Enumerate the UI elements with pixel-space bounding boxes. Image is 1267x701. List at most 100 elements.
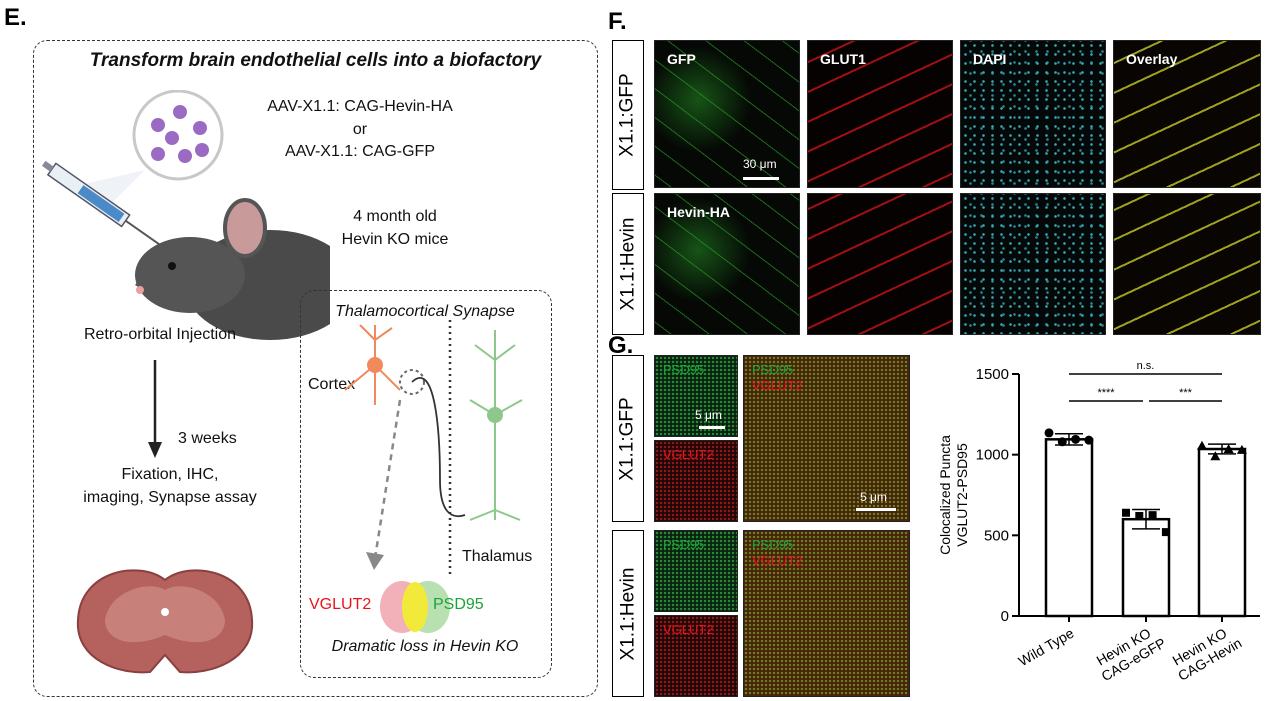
- data-point: [1161, 528, 1170, 537]
- cortex-label: Cortex: [308, 376, 356, 393]
- down-arrow-icon: [148, 360, 162, 458]
- mice-genotype: Hevin KO mice: [341, 231, 449, 248]
- significance-label: ****: [1097, 387, 1115, 399]
- scale-bar: [743, 177, 779, 180]
- panel-e-label: E.: [4, 4, 27, 31]
- channel-label: DAPI: [973, 51, 1007, 67]
- y-tick-label: 1000: [976, 447, 1009, 464]
- data-point: [1210, 451, 1221, 461]
- bar: [1121, 517, 1171, 618]
- vglut2-label: VGLUT2: [309, 596, 372, 613]
- channel-label: VGLUT2: [663, 622, 714, 637]
- dashed-arrow-icon: [373, 399, 402, 559]
- data-point: [1057, 437, 1067, 447]
- cortical-soma-icon: [367, 357, 383, 373]
- channel-label: GLUT1: [820, 51, 866, 67]
- micrograph-psd95-hevin: PSD95: [654, 530, 738, 612]
- channel-label: GFP: [667, 51, 696, 67]
- x-tick-label: Hevin KOCAG-Hevin: [1167, 621, 1244, 684]
- channel-label: Overlay: [1126, 51, 1178, 67]
- channel-label: VGLUT2: [752, 553, 803, 568]
- synapse-venn-icon: [380, 581, 450, 633]
- micrograph-dapi-hevin: [960, 193, 1106, 335]
- construct-or: or: [352, 121, 368, 138]
- significance-label: n.s.: [1137, 360, 1155, 372]
- micrograph-hevin-ha: Hevin-HA: [654, 193, 800, 335]
- micrograph-overlay: Overlay: [1113, 40, 1261, 188]
- data-point: [1122, 508, 1130, 517]
- row-label-text: X1.1:GFP: [617, 73, 639, 157]
- y-axis-label-2: VGLUT2-PSD95: [954, 443, 970, 547]
- data-point: [1044, 428, 1054, 438]
- inset-title: Thalamocortical Synapse: [335, 303, 515, 320]
- channel-label: PSD95: [752, 362, 794, 377]
- row-label-text: X1.1:GFP: [617, 396, 639, 481]
- channel-label: PSD95: [663, 362, 705, 377]
- data-point: [1148, 511, 1157, 520]
- micrograph-dapi: DAPI: [960, 40, 1106, 188]
- scale-label: 30 μm: [743, 157, 777, 171]
- construct-gfp: AAV-X1.1: CAG-GFP: [285, 143, 435, 160]
- mice-age: 4 month old: [353, 208, 437, 225]
- injection-illustration: [41, 90, 330, 340]
- data-point: [1135, 511, 1144, 520]
- panel-e-title: Transform brain endothelial cells into a…: [89, 50, 542, 71]
- channel-label: VGLUT2: [663, 447, 714, 462]
- y-tick-label: 500: [984, 527, 1009, 544]
- data-point: [1236, 444, 1247, 454]
- thalamic-neuron-icon: [469, 330, 523, 521]
- data-point: [1223, 444, 1234, 454]
- virus-particles-icon: [151, 105, 209, 163]
- synapse-inset: [300, 290, 552, 678]
- x-tick-label: Wild Type: [1015, 625, 1076, 670]
- neuron-diagram: [344, 320, 523, 575]
- micrograph-glut1: GLUT1: [807, 40, 953, 188]
- data-point: [1071, 434, 1081, 444]
- panel-f-label: F.: [608, 8, 627, 35]
- row-label-text: X1.1:Hevin: [617, 217, 639, 311]
- row-label-gfp: X1.1:GFP: [612, 355, 644, 522]
- axon-icon: [411, 377, 466, 518]
- inset-caption: Dramatic loss in Hevin KO: [331, 638, 519, 655]
- row-label-text: X1.1:Hevin: [617, 567, 639, 660]
- panel-g-label: G.: [608, 332, 634, 359]
- injection-label: Retro-orbital Injection: [83, 326, 237, 343]
- significance-label: ***: [1179, 387, 1193, 399]
- scale-label: 5 μm: [860, 490, 887, 504]
- row-label-hevin: X1.1:Hevin: [612, 530, 644, 697]
- micrograph-psd95: PSD95 5 μm: [654, 355, 738, 437]
- scale-bar: [856, 508, 896, 511]
- scale-bar: [699, 426, 725, 429]
- duration-label: 3 weeks: [178, 430, 237, 447]
- synapse-circle-icon: [399, 369, 425, 395]
- micrograph-vglut2: VGLUT2: [654, 440, 738, 522]
- thalamus-label: Thalamus: [462, 548, 533, 565]
- y-axis-label: Colocalized Puncta: [937, 435, 953, 555]
- assay-line1: Fixation, IHC,: [121, 466, 219, 483]
- mouse-icon: [135, 198, 330, 340]
- x-tick-label: Hevin KOCAG-eGFP: [1090, 621, 1168, 685]
- row-label-hevin: X1.1:Hevin: [612, 193, 644, 335]
- micrograph-overlay-hevin: [1113, 193, 1261, 335]
- channel-label: Hevin-HA: [667, 204, 731, 220]
- micrograph-vglut2-hevin: VGLUT2: [654, 615, 738, 697]
- y-tick-label: 1500: [976, 366, 1009, 383]
- scale-label: 5 μm: [695, 408, 722, 422]
- micrograph-gfp: GFP 30 μm: [654, 40, 800, 188]
- construct-hevin: AAV-X1.1: CAG-Hevin-HA: [267, 98, 453, 115]
- panel-e-box: [33, 40, 598, 697]
- bar: [1197, 447, 1247, 618]
- brain-section-icon: [76, 569, 254, 674]
- row-label-gfp: X1.1:GFP: [612, 40, 644, 190]
- x-tick-label-line: Wild Type: [1015, 625, 1076, 670]
- channel-label: PSD95: [752, 537, 794, 552]
- y-tick-label: 0: [1001, 608, 1009, 625]
- channel-label: PSD95: [663, 537, 705, 552]
- psd95-label: PSD95: [433, 596, 484, 613]
- micrograph-glut1-hevin: [807, 193, 953, 335]
- data-point: [1197, 440, 1207, 450]
- bar: [1044, 438, 1094, 618]
